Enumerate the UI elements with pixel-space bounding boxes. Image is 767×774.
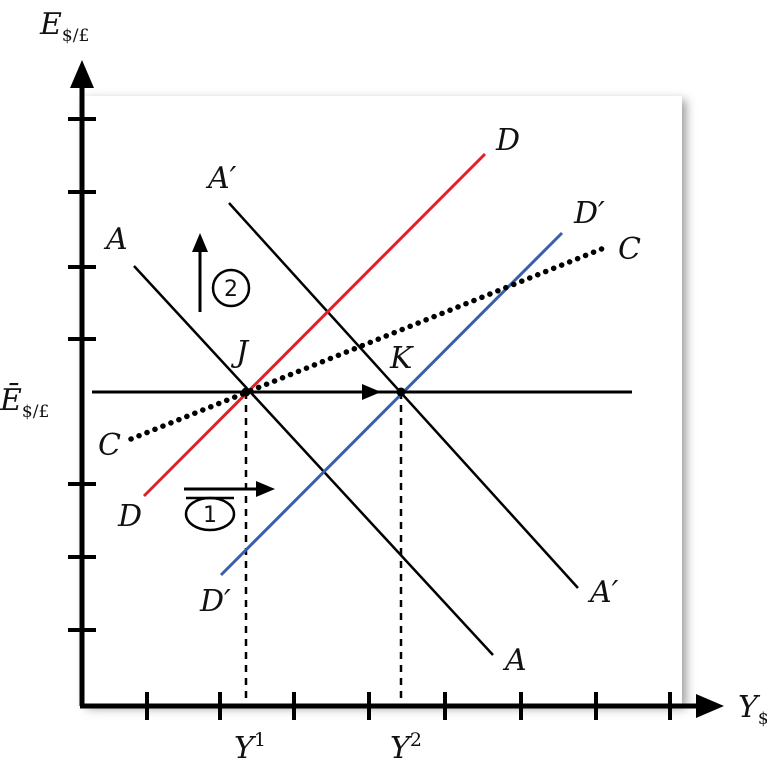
curve-a-start-label: A xyxy=(103,222,128,257)
step2-number: 2 xyxy=(224,277,238,302)
y-axis-label: E$/£ xyxy=(39,7,89,46)
curve-d-prime-start-label: D′ xyxy=(199,584,231,619)
plot-panel xyxy=(82,96,682,704)
curve-d-start-label: D xyxy=(117,499,142,534)
step2-arrowhead xyxy=(192,233,208,252)
step1-marker: 1 xyxy=(184,496,236,532)
curve-a-prime-end-label: A′ xyxy=(587,575,619,610)
curve-a-end-label: A xyxy=(502,643,527,678)
step1-arrowhead xyxy=(256,481,275,497)
step1-number: 1 xyxy=(203,503,217,528)
curve-c xyxy=(128,245,607,442)
curve-d xyxy=(142,152,487,498)
curve-c-start-label: C xyxy=(98,428,121,463)
curve-c-end-label: C xyxy=(618,232,641,267)
x-axis-arrowhead xyxy=(696,694,724,718)
y2-label: Y2 xyxy=(390,729,422,766)
point-k-dot xyxy=(396,387,406,397)
curve-a xyxy=(133,265,494,656)
curve-d-prime-end-label: D′ xyxy=(573,196,605,231)
axes xyxy=(70,60,724,718)
step2-marker: 2 xyxy=(211,268,251,308)
y1-label: Y1 xyxy=(234,729,266,766)
curve-d-end-label: D xyxy=(495,123,520,158)
y-axis-arrowhead xyxy=(70,60,94,88)
x-axis-label: Y$ xyxy=(738,690,767,729)
curve-a-prime-start-label: A′ xyxy=(205,161,237,196)
point-j-dot xyxy=(241,387,251,397)
shift-arrowhead-jk xyxy=(362,384,381,400)
point-k-label: K xyxy=(389,341,414,376)
e-bar-label: Ē$/£ xyxy=(0,383,49,422)
